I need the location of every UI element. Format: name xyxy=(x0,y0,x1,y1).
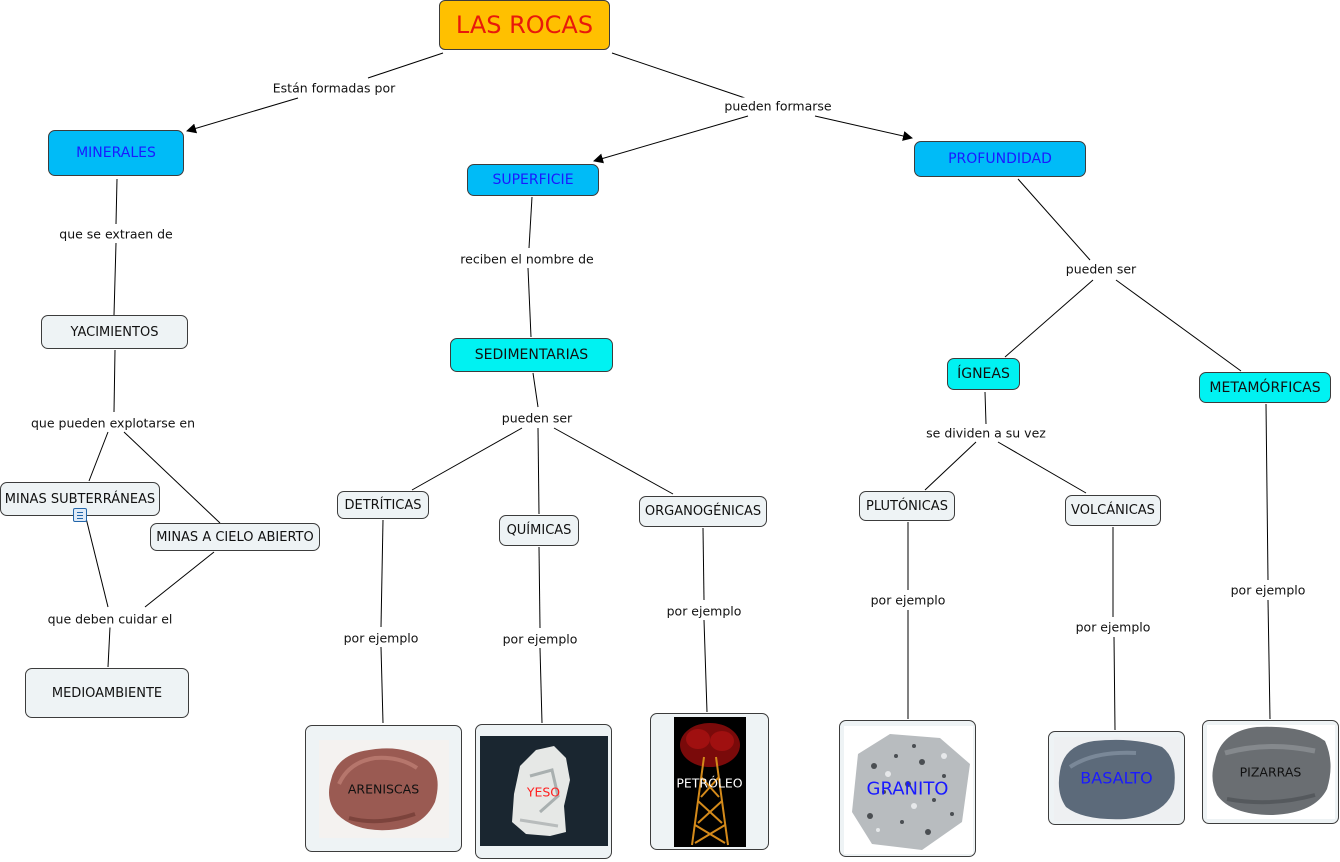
link-ejemplo-volcanicas: por ejemplo xyxy=(1073,618,1153,636)
node-sedimentarias[interactable]: SEDIMENTARIAS xyxy=(450,338,613,372)
node-plutonicas-label: PLUTÓNICAS xyxy=(866,498,948,514)
root-node-las-rocas[interactable]: LAS ROCAS xyxy=(439,0,610,50)
arrow-profundidad xyxy=(814,115,913,141)
example-areniscas[interactable]: ARENISCAS xyxy=(305,725,462,852)
node-igneas[interactable]: ÍGNEAS xyxy=(947,358,1020,390)
pizarras-caption: PIZARRAS xyxy=(1239,764,1302,780)
node-superficie[interactable]: SUPERFICIE xyxy=(467,164,599,196)
node-minerales-label: MINERALES xyxy=(76,145,156,161)
areniscas-rock-image xyxy=(319,740,449,838)
node-minas-cielo-label: MINAS A CIELO ABIERTO xyxy=(156,529,314,545)
node-yacimientos[interactable]: YACIMIENTOS xyxy=(41,315,188,349)
node-detriticas[interactable]: DETRÍTICAS xyxy=(337,491,429,519)
link-se-dividen: se dividen a su vez xyxy=(924,424,1048,442)
link-estan-formadas: Están formadas por xyxy=(270,79,398,97)
yeso-caption: YESO xyxy=(526,784,561,800)
node-quimicas-label: QUÍMICAS xyxy=(506,523,572,538)
link-se-extraen: que se extraen de xyxy=(57,225,175,243)
link-pueden-ser-profundidad: pueden ser xyxy=(1063,260,1139,278)
link-pueden-formarse: pueden formarse xyxy=(722,97,834,115)
link-ejemplo-metamorficas: por ejemplo xyxy=(1228,581,1308,599)
node-organogenicas[interactable]: ORGANOGÉNICAS xyxy=(639,496,767,527)
areniscas-caption: ARENISCAS xyxy=(347,781,420,797)
node-profundidad-label: PROFUNDIDAD xyxy=(948,151,1052,167)
node-profundidad[interactable]: PROFUNDIDAD xyxy=(914,141,1086,177)
granito-rock-image xyxy=(844,726,973,854)
example-pizarras[interactable]: PIZARRAS xyxy=(1202,720,1339,824)
link-reciben-nombre: reciben el nombre de xyxy=(458,250,596,268)
arrow-minerales xyxy=(186,97,299,134)
link-pueden-ser-sedimentarias: pueden ser xyxy=(499,409,575,427)
node-metamorficas[interactable]: METAMÓRFICAS xyxy=(1199,372,1331,403)
node-volcanicas-label: VOLCÁNICAS xyxy=(1071,503,1155,518)
node-organogenicas-label: ORGANOGÉNICAS xyxy=(644,504,762,519)
petroleo-derrick-image xyxy=(674,717,746,847)
granito-caption: GRANITO xyxy=(866,778,949,800)
node-volcanicas[interactable]: VOLCÁNICAS xyxy=(1065,495,1161,526)
node-minerales[interactable]: MINERALES xyxy=(48,130,184,176)
example-basalto[interactable]: BASALTO xyxy=(1048,731,1185,825)
node-superficie-label: SUPERFICIE xyxy=(492,172,574,188)
node-plutonicas[interactable]: PLUTÓNICAS xyxy=(859,491,955,521)
petroleo-caption: PETRÓLEO xyxy=(676,775,743,791)
node-metamorficas-label: METAMÓRFICAS xyxy=(1209,379,1321,396)
basalto-rock-image xyxy=(1054,737,1180,821)
node-yacimientos-label: YACIMIENTOS xyxy=(70,324,159,340)
example-yeso[interactable]: YESO xyxy=(475,724,612,859)
node-minas-subterraneas-label: MINAS SUBTERRÁNEAS xyxy=(4,491,156,507)
line-root-label2 xyxy=(611,52,746,99)
document-icon[interactable] xyxy=(73,508,87,522)
example-granito[interactable]: GRANITO xyxy=(839,720,976,857)
example-petroleo[interactable]: PETRÓLEO xyxy=(650,713,769,850)
line-root-label1 xyxy=(367,52,444,79)
link-ejemplo-plutonicas: por ejemplo xyxy=(868,591,948,609)
node-igneas-label: ÍGNEAS xyxy=(957,366,1010,382)
pizarras-rock-image xyxy=(1207,725,1335,819)
link-deben-cuidar: que deben cuidar el xyxy=(45,610,175,628)
node-sedimentarias-label: SEDIMENTARIAS xyxy=(474,347,589,363)
arrow-superficie xyxy=(593,115,749,164)
link-pueden-explotarse: que pueden explotarse en xyxy=(28,414,198,432)
root-label: LAS ROCAS xyxy=(455,11,594,39)
node-medioambiente-label: MEDIOAMBIENTE xyxy=(51,685,163,701)
node-medioambiente[interactable]: MEDIOAMBIENTE xyxy=(25,668,189,718)
node-quimicas[interactable]: QUÍMICAS xyxy=(499,515,579,546)
basalto-caption: BASALTO xyxy=(1080,768,1153,788)
link-ejemplo-organogenicas: por ejemplo xyxy=(664,602,744,620)
link-ejemplo-quimicas: por ejemplo xyxy=(500,630,580,648)
link-ejemplo-detriticas: por ejemplo xyxy=(341,629,421,647)
node-detriticas-label: DETRÍTICAS xyxy=(344,497,422,513)
yeso-rock-image xyxy=(480,736,608,846)
node-minas-cielo-abierto[interactable]: MINAS A CIELO ABIERTO xyxy=(150,523,320,551)
